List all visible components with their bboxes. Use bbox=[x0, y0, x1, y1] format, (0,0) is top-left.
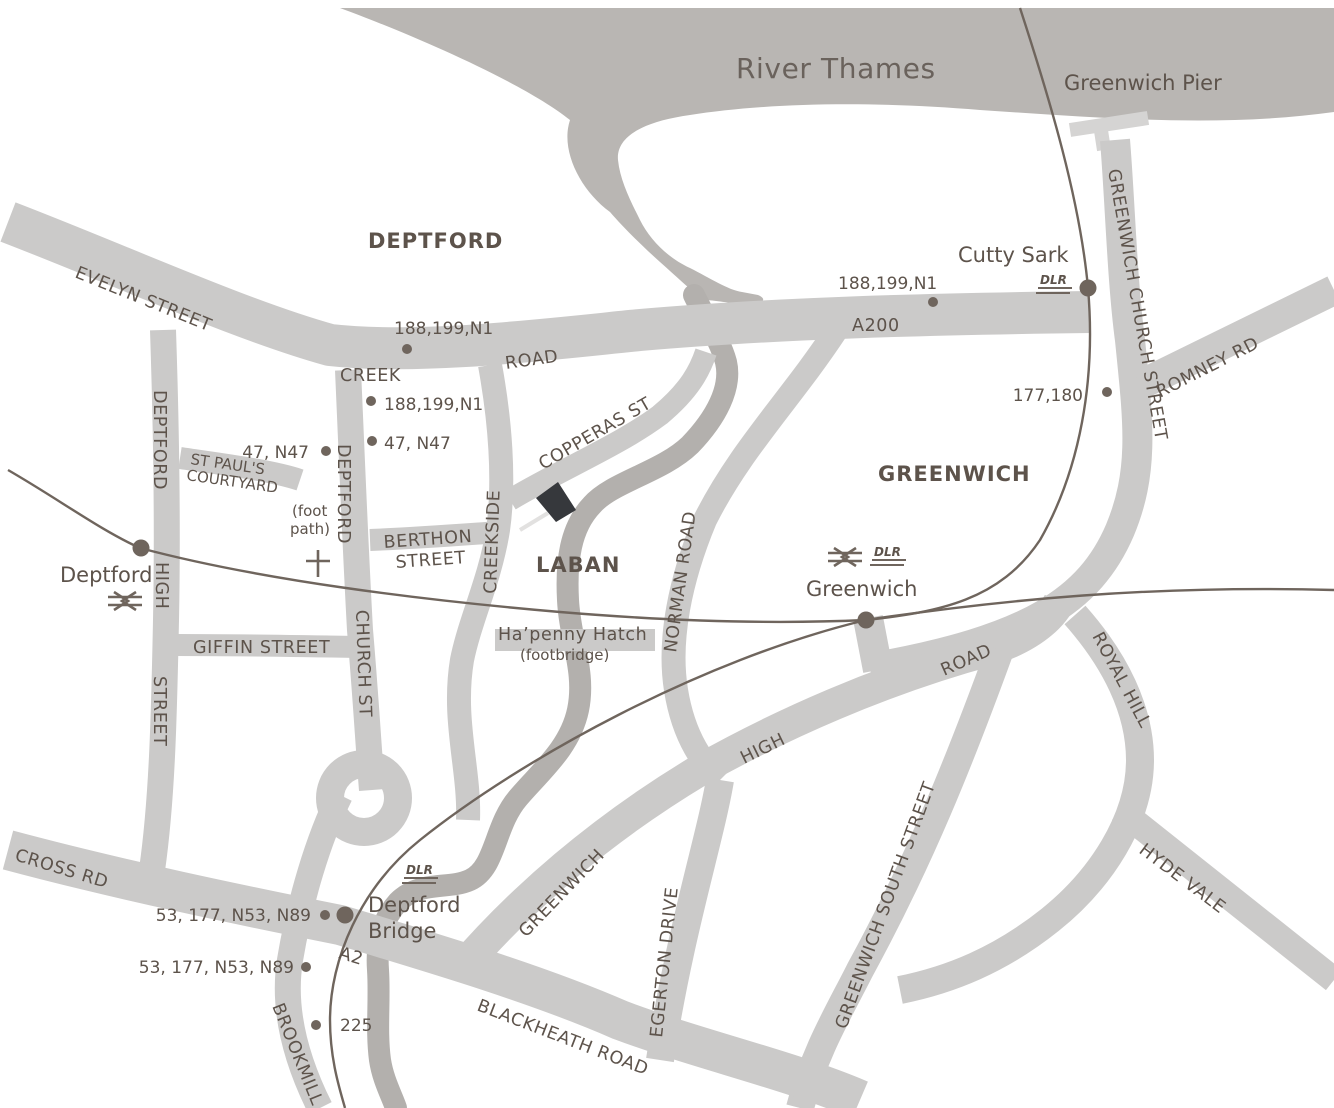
station-label-greenwich: Greenwich bbox=[806, 577, 917, 601]
road-label: CHURCH ST bbox=[351, 609, 375, 717]
road-label: STREET bbox=[395, 548, 467, 573]
svg-text:DLR: DLR bbox=[1040, 273, 1067, 287]
bus-label: 47, N47 bbox=[384, 434, 451, 454]
river-label: River Thames bbox=[736, 52, 936, 85]
road-label: HIGH bbox=[151, 562, 171, 609]
national-rail-icon bbox=[108, 590, 142, 612]
bus-label: 47, N47 bbox=[242, 443, 309, 463]
road-label: STREET bbox=[149, 676, 169, 746]
dlr-icon: DLR bbox=[1036, 273, 1072, 294]
road-label: A200 bbox=[852, 316, 900, 336]
svg-text:DLR: DLR bbox=[874, 545, 901, 559]
bus-stop bbox=[366, 396, 376, 406]
station-label-deptford-bridge-1: Deptford bbox=[368, 893, 461, 917]
roads bbox=[0, 138, 1334, 1108]
greenwich-pier-jetty bbox=[1068, 111, 1150, 137]
road-label: path) bbox=[290, 520, 330, 538]
area-label-laban: LABAN bbox=[536, 553, 620, 577]
bus-label: 188,199,N1 bbox=[838, 274, 937, 294]
svg-text:DLR: DLR bbox=[406, 863, 433, 877]
bus-label: 53, 177, N53, N89 bbox=[156, 906, 311, 926]
bus-label: 188,199,N1 bbox=[394, 319, 493, 339]
bus-label: 177,180 bbox=[1013, 386, 1083, 406]
national-rail-icon bbox=[828, 546, 862, 568]
road-label: Ha’penny Hatch bbox=[498, 625, 647, 645]
river-thames bbox=[340, 8, 1334, 305]
dlr-icon: DLR bbox=[402, 863, 438, 884]
road-label: CREEK bbox=[340, 366, 401, 386]
road-label: CREEKSIDE bbox=[481, 489, 505, 594]
station-label-deptford: Deptford bbox=[60, 563, 153, 587]
laban-building bbox=[536, 482, 576, 522]
bus-stop bbox=[402, 344, 412, 354]
bus-stop bbox=[320, 910, 330, 920]
bus-stop bbox=[301, 962, 311, 972]
bus-label: 188,199,N1 bbox=[384, 395, 483, 415]
greenwich-station-marker bbox=[857, 611, 875, 629]
road-label: DEPTFORD bbox=[333, 444, 353, 544]
station-label-cutty-sark: Cutty Sark bbox=[958, 243, 1069, 267]
cutty-sark-station-marker bbox=[1079, 279, 1097, 297]
station-label-deptford-bridge-2: Bridge bbox=[368, 919, 436, 943]
bus-stop bbox=[321, 446, 331, 456]
road-label: DEPTFORD bbox=[149, 390, 169, 490]
deptford-station-marker bbox=[132, 539, 150, 557]
road-label: (footbridge) bbox=[520, 646, 609, 664]
bus-stop bbox=[1102, 387, 1112, 397]
road-label: GIFFIN STREET bbox=[193, 638, 330, 658]
bus-stop bbox=[928, 297, 938, 307]
bus-label: 53, 177, N53, N89 bbox=[139, 958, 294, 978]
church-cross-icon bbox=[306, 550, 330, 577]
area-label-deptford: DEPTFORD bbox=[368, 229, 503, 253]
bus-label: 225 bbox=[340, 1016, 372, 1036]
area-label-greenwich: GREENWICH bbox=[878, 462, 1031, 486]
bus-stop bbox=[367, 436, 377, 446]
dlr-icon: DLR bbox=[870, 545, 906, 566]
bus-stop bbox=[311, 1020, 321, 1030]
deptford-bridge-station-marker bbox=[336, 906, 354, 924]
road-label: (foot bbox=[292, 502, 327, 520]
station-label-greenwich-pier: Greenwich Pier bbox=[1064, 71, 1222, 95]
